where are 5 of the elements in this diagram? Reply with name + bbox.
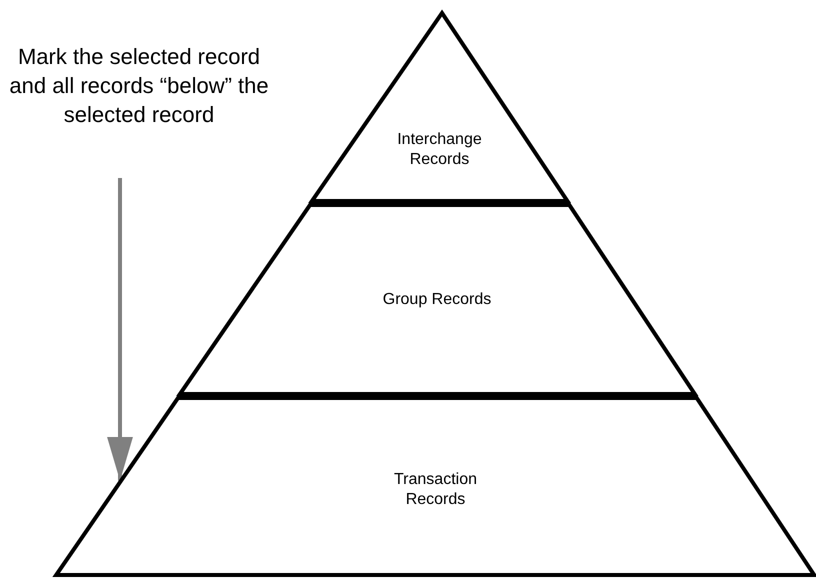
tier-label: Transaction Records: [393, 470, 478, 510]
arrow: [107, 178, 133, 481]
tier-label: Interchange Records: [396, 130, 483, 170]
tier-label: Group Records: [382, 290, 492, 310]
annotation-text: Mark the selected record and all records “below” the selected record: [8, 43, 270, 129]
